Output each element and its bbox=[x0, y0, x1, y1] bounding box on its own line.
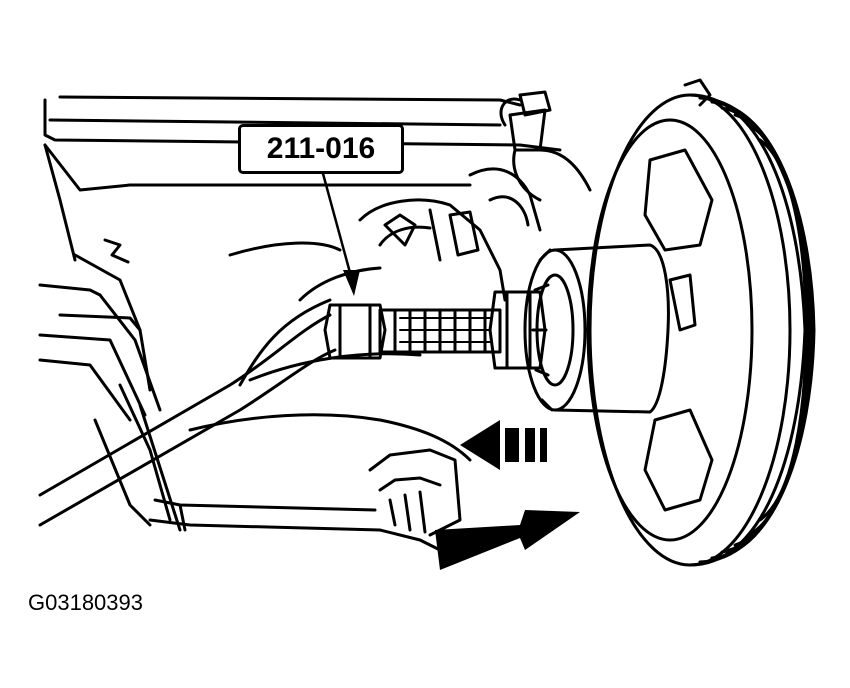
arrow-left-dashed-icon bbox=[460, 420, 547, 470]
long-rod bbox=[40, 243, 340, 525]
engine-block bbox=[40, 97, 560, 530]
figure-code: G03180393 bbox=[28, 590, 143, 615]
callout-leader bbox=[322, 170, 352, 280]
mounting-bracket bbox=[360, 169, 540, 300]
arrow-right-solid-icon bbox=[435, 510, 580, 570]
puller-body bbox=[525, 245, 668, 412]
tool-number-callout: 211-016 bbox=[238, 124, 404, 174]
callout-arrowhead bbox=[343, 270, 360, 296]
forcing-screw bbox=[325, 292, 545, 368]
upper-hose bbox=[501, 80, 710, 200]
crankshaft-pulley bbox=[588, 95, 814, 565]
